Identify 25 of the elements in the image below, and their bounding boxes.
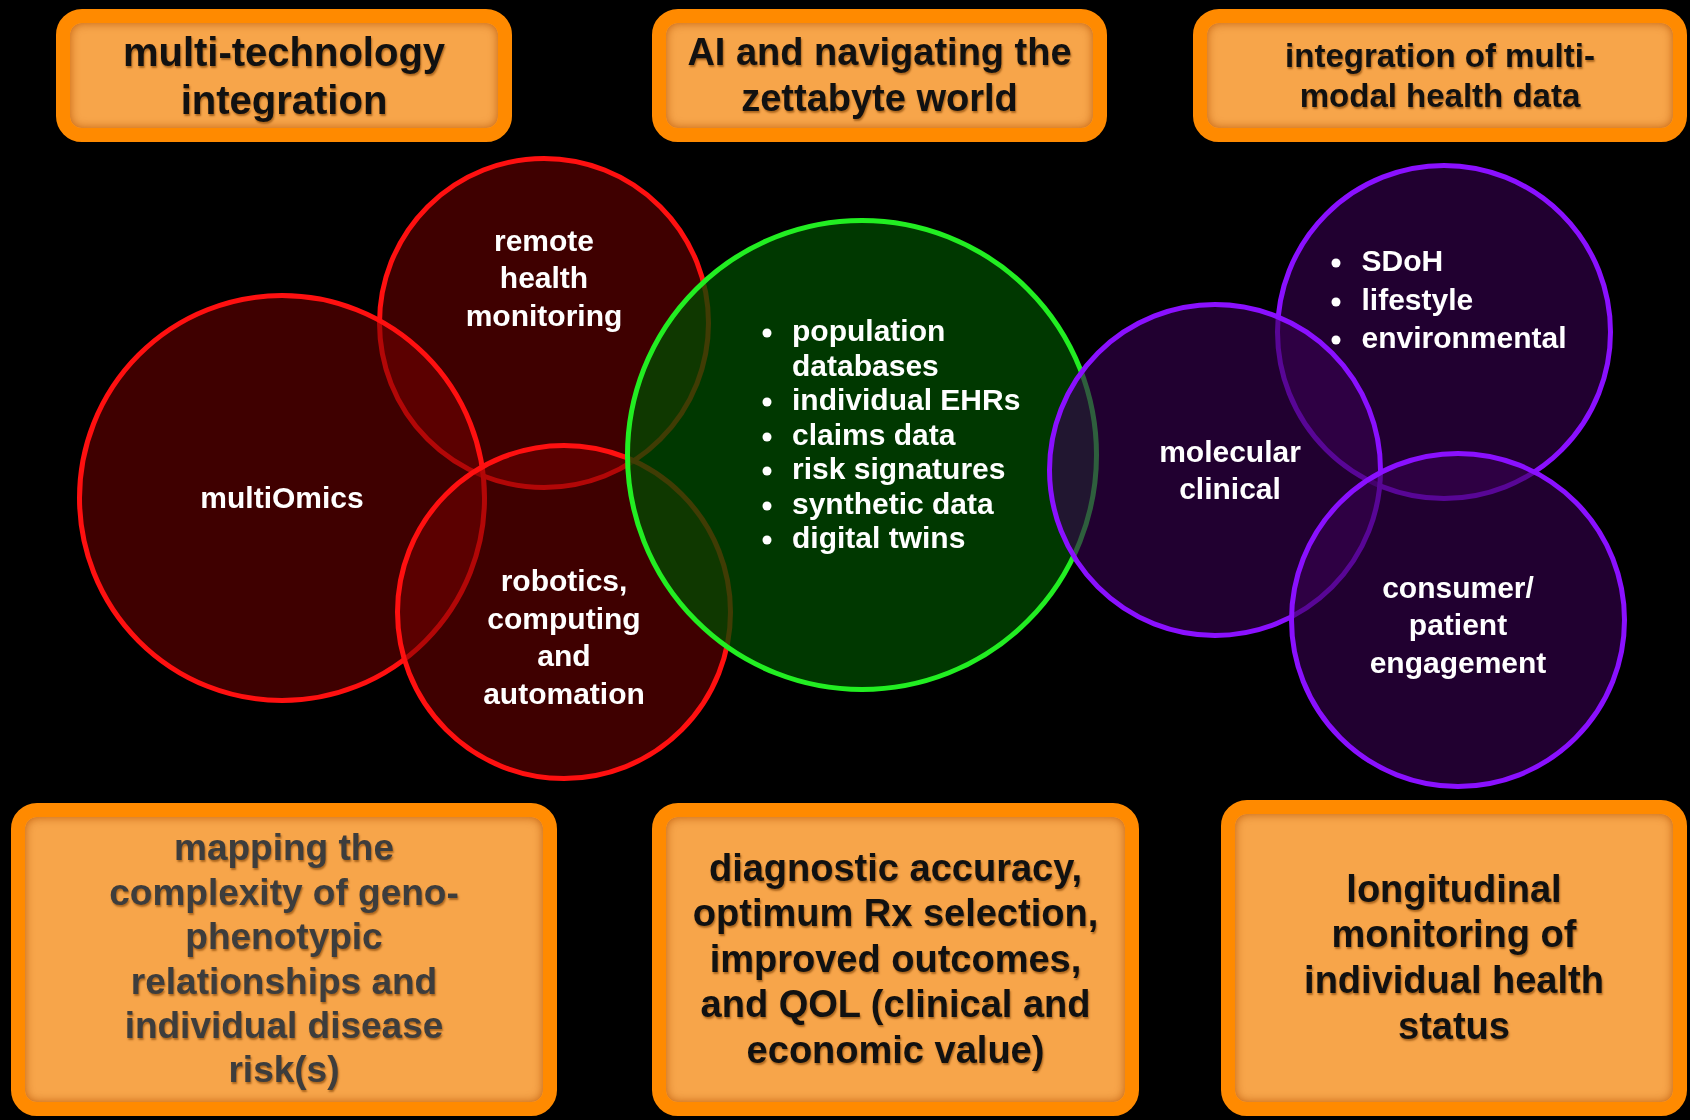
- outcome-panel: [11, 803, 557, 1116]
- panel-text: AI and navigating the zettabyte world: [686, 29, 1073, 121]
- list-item: lifestyle: [1361, 282, 1567, 318]
- list-item: digital twins: [792, 521, 1032, 556]
- title-banner: [652, 9, 1107, 142]
- circle-label: multiOmics: [200, 480, 364, 517]
- circle-label: consumer/ patient engagement: [1368, 569, 1548, 681]
- panel-text: multi-technology integration: [121, 28, 447, 124]
- panel-text: longitudinal monitoring of individual health status: [1303, 866, 1605, 1049]
- title-banner: [56, 9, 512, 142]
- panel-text: diagnostic accuracy, optimum Rx selection, improved outcomes, and QOL (clinical and economic value): [691, 845, 1100, 1073]
- list-item: risk signatures: [792, 452, 1032, 487]
- panel-text: integration of multi-modal health data: [1284, 35, 1596, 116]
- outcome-panel: [1221, 800, 1687, 1116]
- circle-label: robotics, computing and automation: [482, 563, 646, 712]
- circle-label: molecular clinical: [1158, 433, 1302, 507]
- panel-text: mapping the complexity of geno-phenotypic relationships and individual disease risk(s): [108, 826, 460, 1093]
- list-item: environmental: [1361, 321, 1567, 356]
- outcome-panel: [652, 803, 1139, 1116]
- list-item: SDoH: [1361, 244, 1567, 279]
- list-item: synthetic data: [792, 486, 1032, 522]
- list-item: claims data: [792, 417, 1032, 453]
- title-banner: [1193, 9, 1687, 142]
- list-item: individual EHRs: [792, 383, 1032, 418]
- circle-label: remote health monitoring: [464, 222, 624, 334]
